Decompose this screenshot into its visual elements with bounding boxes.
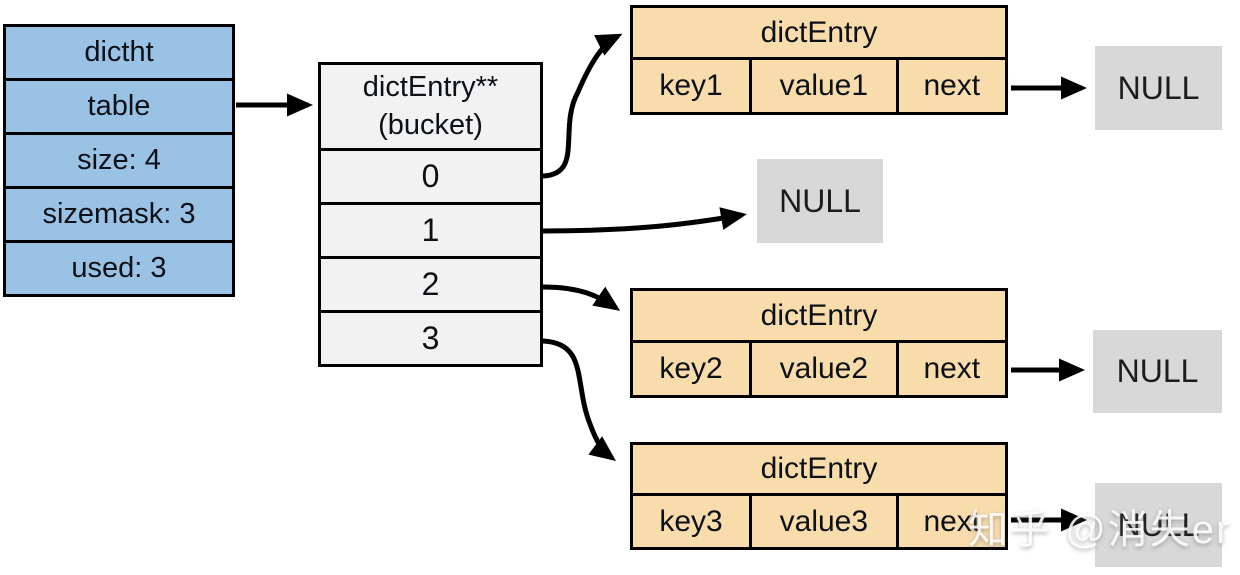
- dict-entry-node-3: dictEntry key3 value3 next: [630, 442, 1008, 550]
- dict-entry-2-value: value2: [749, 343, 896, 395]
- arrow-bucket2-to-entry2-icon: [542, 284, 621, 311]
- null-box-bucket1: NULL: [757, 159, 883, 243]
- dict-entry-3-next: next: [895, 496, 1005, 547]
- dict-entry-3-value: value3: [749, 496, 896, 547]
- dictht-used-row: used: 3: [6, 240, 232, 294]
- dict-entry-2-next: next: [895, 343, 1005, 395]
- dictht-table-row: table: [6, 78, 232, 132]
- null-box-entry1-next: NULL: [1095, 46, 1222, 130]
- arrow-bucket1-to-null-icon: [542, 207, 747, 234]
- bucket-array-box: dictEntry** (bucket) 0 1 2 3: [318, 62, 543, 367]
- dictht-struct-box: dictht table size: 4 sizemask: 3 used: 3: [3, 24, 235, 297]
- dict-entry-node-2: dictEntry key2 value2 next: [630, 288, 1008, 398]
- bucket-slot-0: 0: [421, 158, 440, 194]
- bucket-header-line1: dictEntry**: [362, 71, 499, 104]
- arrow-bucket3-to-entry3-icon: [542, 338, 616, 462]
- null-box-entry3-next: NULL: [1095, 483, 1222, 567]
- dict-entry-3-cells: key3 value3 next: [633, 496, 1005, 547]
- bucket-header: dictEntry** (bucket): [321, 65, 540, 151]
- bucket-slot-2: 2: [321, 256, 540, 310]
- dict-entry-1-title: dictEntry: [633, 8, 1005, 60]
- null-box-entry2-next: NULL: [1093, 330, 1222, 413]
- dictht-size-row: size: 4: [6, 132, 232, 186]
- dict-entry-1-key: key1: [659, 69, 723, 102]
- dict-entry-2-key: key2: [659, 352, 723, 385]
- bucket-slot-1: 1: [321, 202, 540, 256]
- dict-entry-node-1: dictEntry key1 value1 next: [630, 5, 1008, 115]
- dictht-sizemask-row: sizemask: 3: [6, 186, 232, 240]
- dictht-title-row: dictht: [84, 36, 154, 68]
- dict-entry-2-title: dictEntry: [633, 291, 1005, 343]
- bucket-header-line2: (bucket): [378, 108, 483, 141]
- bucket-slot-3: 3: [321, 310, 540, 364]
- arrow-bucket0-to-entry1-icon: [542, 33, 623, 179]
- zhihu-watermark: 知乎 @消失er: [968, 508, 1232, 552]
- dict-entry-1-next: next: [895, 60, 1005, 112]
- dict-entry-2-cells: key2 value2 next: [633, 343, 1005, 395]
- dict-entry-1-value: value1: [749, 60, 896, 112]
- dict-entry-3-key: key3: [659, 504, 723, 538]
- dict-entry-3-title: dictEntry: [633, 445, 1005, 496]
- dict-entry-1-cells: key1 value1 next: [633, 60, 1005, 112]
